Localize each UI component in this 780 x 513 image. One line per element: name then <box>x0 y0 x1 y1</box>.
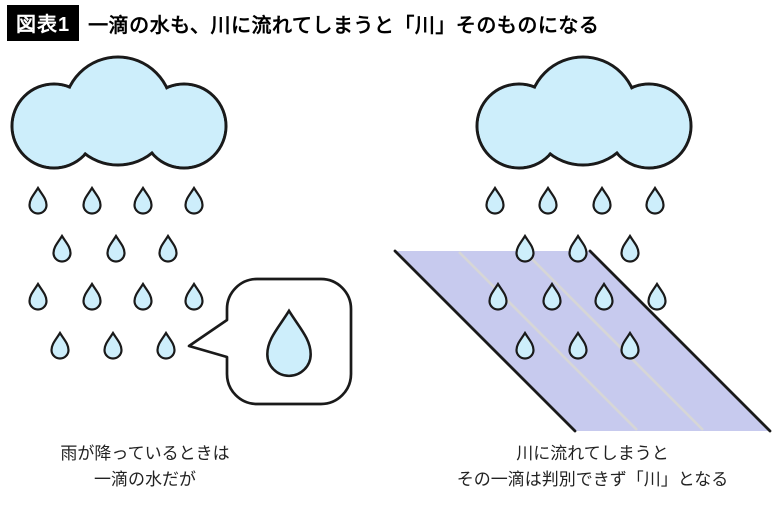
raindrop-icon <box>52 234 72 263</box>
river-stream-line <box>458 251 638 431</box>
cloud-icon <box>475 55 693 170</box>
raindrop-icon <box>620 234 640 263</box>
raindrop-icon <box>103 331 123 360</box>
raindrop-icon <box>184 282 204 311</box>
river-stream-line <box>524 251 704 431</box>
left-panel-caption: 雨が降っているときは 一滴の水だが <box>20 441 270 493</box>
raindrop-icon <box>568 234 588 263</box>
right-caption-line2: その一滴は判別できず「川」となる <box>456 470 729 489</box>
raindrop-icon <box>515 234 535 263</box>
river-left-bank <box>393 249 577 433</box>
figure-number-badge: 図表1 <box>7 5 80 41</box>
raindrop-icon <box>133 186 153 215</box>
raindrop-icon <box>156 331 176 360</box>
raindrop-icon <box>82 186 102 215</box>
raindrop-icon <box>485 186 505 215</box>
raindrop-icon <box>106 234 126 263</box>
left-caption-line1: 雨が降っているときは <box>60 444 230 463</box>
raindrop-icon <box>592 186 612 215</box>
speech-bubble <box>187 277 353 406</box>
raindrop-icon <box>28 282 48 311</box>
rain-left <box>28 186 204 360</box>
raindrop-icon <box>50 331 70 360</box>
raindrop-icon <box>647 282 667 311</box>
river-right-bank <box>588 249 772 433</box>
raindrop-icon <box>82 282 102 311</box>
raindrop-icon <box>645 186 665 215</box>
raindrop-icon <box>184 186 204 215</box>
raindrop-icon <box>538 186 558 215</box>
raindrop-icon <box>28 186 48 215</box>
raindrop-icon <box>158 234 178 263</box>
raindrop-icon <box>133 282 153 311</box>
figure-header: 図表1 一滴の水も、川に流れてしまうと「川」そのものになる <box>7 5 599 41</box>
right-panel-caption: 川に流れてしまうと その一滴は判別できず「川」となる <box>415 441 770 493</box>
cloud-icon <box>10 55 228 170</box>
right-caption-line1: 川に流れてしまうと <box>516 444 669 463</box>
figure-title: 一滴の水も、川に流れてしまうと「川」そのものになる <box>88 14 600 37</box>
left-caption-line2: 一滴の水だが <box>94 470 196 489</box>
